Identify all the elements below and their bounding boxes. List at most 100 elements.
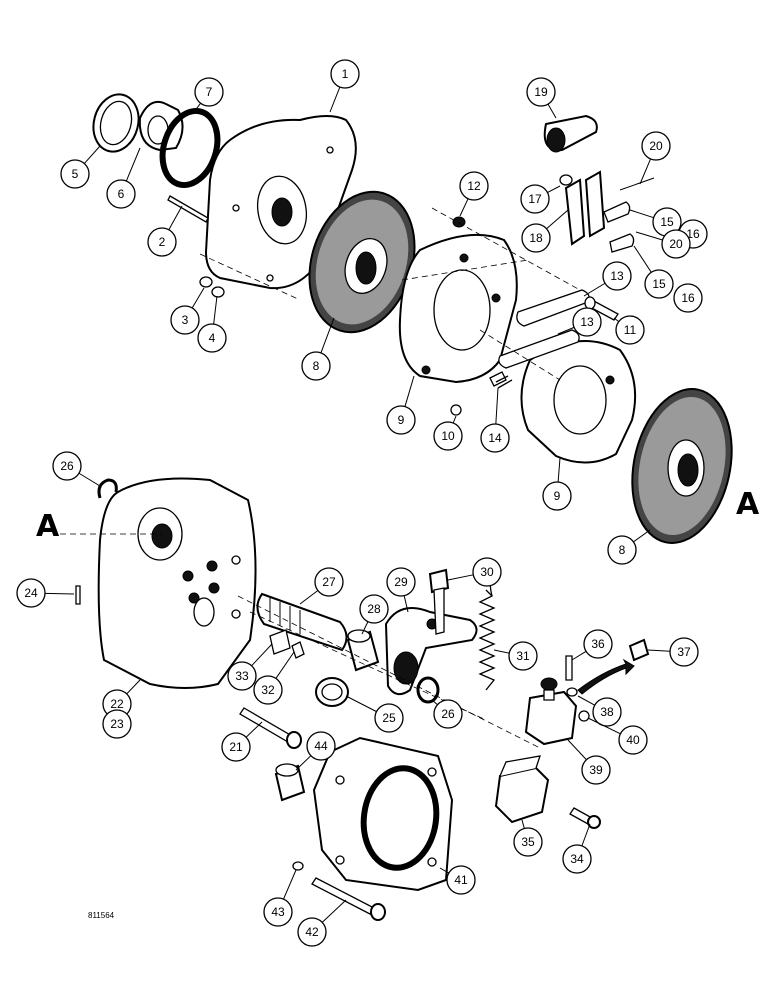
callout-30: 30 xyxy=(447,557,502,587)
callout-number: 14 xyxy=(488,431,502,445)
callout-bubble xyxy=(147,227,177,257)
callout-number: 44 xyxy=(314,739,328,753)
callout-number: 13 xyxy=(610,269,624,283)
callout-number: 32 xyxy=(261,683,275,697)
bolt-small xyxy=(584,296,619,321)
callout-number: 6 xyxy=(118,187,125,201)
callout-bubble xyxy=(433,421,463,451)
callout-12: 12 xyxy=(459,171,489,217)
callout-layer: 1234567889910111213131415161516171819202… xyxy=(16,59,708,947)
callout-4: 4 xyxy=(197,295,227,353)
callout-42: 42 xyxy=(297,899,347,947)
callout-bubble xyxy=(359,594,389,624)
callout-number: 33 xyxy=(235,669,249,683)
leader-line xyxy=(213,295,218,325)
alignment-lines xyxy=(60,207,581,749)
callout-11: 11 xyxy=(613,315,645,345)
callout-bubble xyxy=(602,261,632,291)
callout-bubble xyxy=(480,423,510,453)
callout-number: 20 xyxy=(649,139,663,153)
callout-2: 2 xyxy=(147,205,183,257)
leader-line xyxy=(635,231,663,241)
callout-number: 19 xyxy=(534,85,548,99)
clevis-yoke xyxy=(559,170,606,246)
callout-bubble xyxy=(170,305,200,335)
lever-arm xyxy=(543,114,598,153)
leader-line xyxy=(168,205,183,231)
callout-bubble xyxy=(459,171,489,201)
leader-line xyxy=(361,621,369,635)
callout-28: 28 xyxy=(359,594,389,635)
tension-spring xyxy=(478,577,496,691)
callout-9: 9 xyxy=(542,457,572,511)
gearbox-housing xyxy=(97,477,257,689)
callout-14: 14 xyxy=(480,387,510,453)
leader-line xyxy=(577,695,595,706)
callout-bubble xyxy=(16,578,46,608)
leader-line xyxy=(587,717,621,735)
callout-bubble xyxy=(472,557,502,587)
callout-number: 36 xyxy=(591,637,605,651)
callout-number: 39 xyxy=(589,763,603,777)
callout-1: 1 xyxy=(329,59,360,113)
callout-bubble xyxy=(197,323,227,353)
actuator-links xyxy=(498,289,590,369)
callout-bubble xyxy=(542,481,572,511)
bracket-screw xyxy=(569,807,601,829)
retaining-clip-lower xyxy=(416,676,440,704)
callout-number: 17 xyxy=(528,192,542,206)
callout-bubble xyxy=(581,755,611,785)
bearing xyxy=(138,100,184,152)
callout-19: 19 xyxy=(526,77,557,119)
callout-31: 31 xyxy=(493,641,538,671)
callout-38: 38 xyxy=(577,695,622,727)
cover-bolt-and-washer xyxy=(292,861,386,921)
callout-number: 5 xyxy=(72,167,79,181)
callout-number: 1 xyxy=(342,67,349,81)
callout-32: 32 xyxy=(253,651,295,705)
callout-number: 38 xyxy=(600,705,614,719)
leader-line xyxy=(581,823,591,847)
switch-bracket xyxy=(494,755,550,824)
leader-line xyxy=(633,529,651,543)
leader-line xyxy=(404,375,415,407)
return-spring-small xyxy=(489,371,513,389)
leader-line xyxy=(557,326,575,335)
leader-line xyxy=(521,819,525,829)
bushing xyxy=(346,629,380,672)
small-bushing-and-pin xyxy=(269,629,305,659)
brake-switch xyxy=(524,677,578,746)
callout-number: 20 xyxy=(669,237,683,251)
leader-line xyxy=(321,899,347,923)
callout-number: 2 xyxy=(159,235,166,249)
flange-bushing xyxy=(274,763,306,802)
leader-line xyxy=(452,415,457,424)
leader-line xyxy=(613,317,620,323)
leader-line xyxy=(126,679,141,695)
callout-15: 15 xyxy=(629,207,682,237)
callout-bubble xyxy=(297,917,327,947)
leader-line xyxy=(571,650,587,661)
callout-bubble xyxy=(433,699,463,729)
callout-bubble xyxy=(52,451,82,481)
callout-number: 8 xyxy=(313,359,320,373)
retaining-clip-upper xyxy=(97,478,118,499)
callout-number: 22 xyxy=(110,697,124,711)
callout-number: 28 xyxy=(367,602,381,616)
callout-35: 35 xyxy=(513,819,543,857)
long-bolt xyxy=(239,707,302,749)
callout-bubble xyxy=(374,703,404,733)
callout-23: 23 xyxy=(102,709,132,739)
callout-bubble xyxy=(615,315,645,345)
callout-bubble xyxy=(301,351,331,381)
leader-line xyxy=(567,739,587,761)
brake-disc-upper xyxy=(308,190,416,334)
leader-line xyxy=(329,86,341,113)
dowel-pin xyxy=(167,195,209,223)
callout-number: 4 xyxy=(209,331,216,345)
callout-number: 31 xyxy=(516,649,530,663)
callout-bubble xyxy=(194,77,224,107)
callout-8: 8 xyxy=(607,529,651,565)
callout-20: 20 xyxy=(635,229,691,259)
callout-bubble xyxy=(661,229,691,259)
